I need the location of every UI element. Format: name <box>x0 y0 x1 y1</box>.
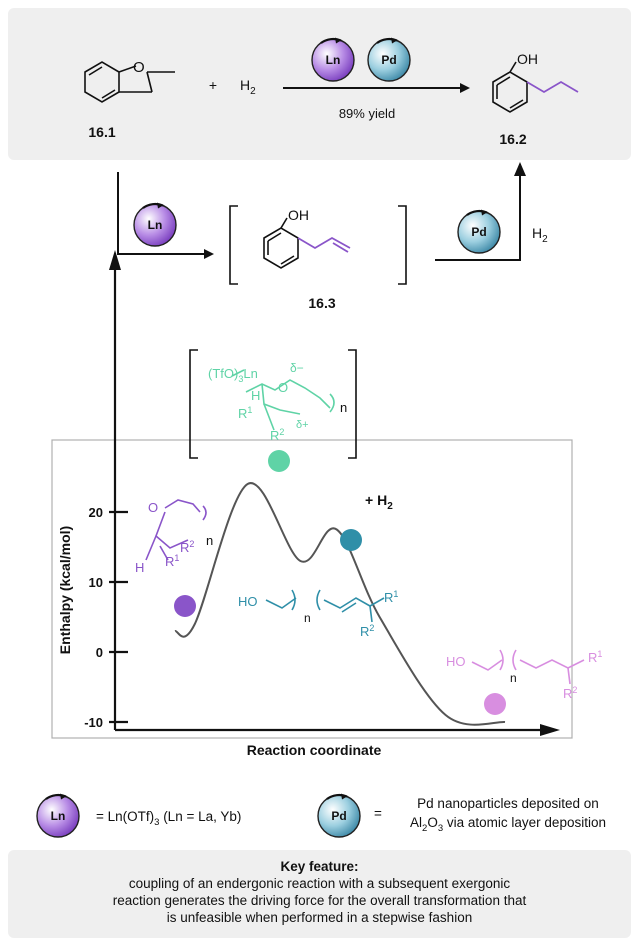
ts-hydrogen: H <box>251 388 260 403</box>
ln-badge-label-left: Ln <box>148 218 163 232</box>
pd-badge-label-right: Pd <box>471 225 486 239</box>
legend-pd-eq: = <box>374 806 382 821</box>
y-ticks: 20 10 0 -10 <box>84 505 128 730</box>
alkene-ho: HO <box>238 594 258 609</box>
compound-16-1-structure <box>84 61 175 103</box>
legend-pd-line1: Pd nanoparticles deposited on <box>417 796 599 811</box>
reactant-r1: R1 <box>165 553 179 569</box>
compound-16-2-oh: OH <box>517 51 538 67</box>
alkene-structure <box>265 589 385 623</box>
compound-16-2-structure <box>492 61 528 113</box>
ts-n: n <box>340 400 347 415</box>
compound-16-1-label: 16.1 <box>88 124 115 140</box>
ln-badge-label-top: Ln <box>326 53 341 67</box>
legend-ln-text: = Ln(OTf)3 (Ln = La, Yb) <box>96 809 241 828</box>
alkene-r2: R2 <box>360 623 374 639</box>
y-axis-label: Enthalpy (kcal/mol) <box>57 526 73 654</box>
key-feature-title: Key feature: <box>280 859 359 874</box>
compound-16-3-label: 16.3 <box>308 295 335 311</box>
ts-r1: R1 <box>238 405 252 421</box>
transition-state-dot <box>268 450 290 472</box>
compound-16-3-structure <box>263 217 299 269</box>
right-pathway-arrow <box>435 164 521 261</box>
legend-pd-badge-label: Pd <box>331 809 346 823</box>
bracket-right <box>398 205 407 285</box>
reactant-hydrogen: H <box>135 560 144 575</box>
product-r1: R1 <box>588 649 602 665</box>
reaction-panel <box>8 8 631 160</box>
ts-r2: R2 <box>270 427 284 443</box>
compound-16-2-label: 16.2 <box>499 131 526 147</box>
compound-16-3-allyl <box>297 236 351 253</box>
plus-sign: + <box>209 77 217 93</box>
product-ho: HO <box>446 654 466 669</box>
legend-ln-badge-label: Ln <box>51 809 66 823</box>
product-structure <box>471 649 585 685</box>
h2-reagent: H2 <box>240 77 256 97</box>
key-feature-line-2: reaction generates the driving force for… <box>112 893 527 908</box>
energy-profile-curve <box>174 482 506 726</box>
alkene-r1: R1 <box>384 589 398 605</box>
h2-annotation: + H2 <box>365 492 393 512</box>
ts-lewis-acid: (TfO)3Ln <box>208 366 258 384</box>
left-pathway-arrow <box>117 172 214 259</box>
figure-canvas: O 16.1 + H2 Ln Pd 89% yield OH 16.2 Ln O… <box>8 8 631 839</box>
key-feature-panel: Key feature: coupling of an endergonic r… <box>8 850 631 938</box>
pd-badge-label-top: Pd <box>381 53 396 67</box>
intermediate-dot <box>340 529 362 551</box>
yield-label: 89% yield <box>339 106 395 121</box>
y-tick-label-0: 20 <box>89 505 103 520</box>
ts-oxygen: O <box>278 380 288 395</box>
key-feature-line-3: is unfeasible when performed in a stepwi… <box>166 910 473 925</box>
key-feature-line-1: coupling of an endergonic reaction with … <box>128 876 511 891</box>
y-tick-label-1: 10 <box>89 575 103 590</box>
compound-16-3-oh: OH <box>288 207 309 223</box>
ts-bracket-left <box>189 349 198 459</box>
h2-side-reagent: H2 <box>532 225 548 245</box>
reactant-n: n <box>206 533 213 548</box>
reactant-oxygen: O <box>148 500 158 515</box>
ts-structure <box>231 369 335 431</box>
legend-pd-line2: Al2O3 via atomic layer deposition <box>410 815 606 834</box>
product-dot <box>484 693 506 715</box>
right-pathway-arrowhead <box>514 162 526 176</box>
x-axis-label: Reaction coordinate <box>247 742 382 758</box>
ts-delta-minus: δ− <box>290 361 304 375</box>
y-tick-label-2: 0 <box>96 645 103 660</box>
reactant-structure <box>145 499 207 561</box>
y-axis-arrowhead <box>109 250 121 270</box>
reactant-r2: R2 <box>180 539 194 555</box>
energy-diagram-frame <box>51 439 573 739</box>
reactant-dot <box>174 595 196 617</box>
ts-bracket-right <box>348 349 357 459</box>
compound-16-2-propyl <box>526 80 579 94</box>
alkene-n: n <box>304 611 311 625</box>
compound-16-1-oxygen: O <box>133 59 145 76</box>
product-n: n <box>510 671 517 685</box>
y-tick-label-3: -10 <box>84 715 103 730</box>
bracket-left <box>229 205 238 285</box>
x-axis-arrowhead <box>540 724 560 736</box>
product-r2: R2 <box>563 685 577 701</box>
ts-delta-plus: δ+ <box>296 419 309 431</box>
